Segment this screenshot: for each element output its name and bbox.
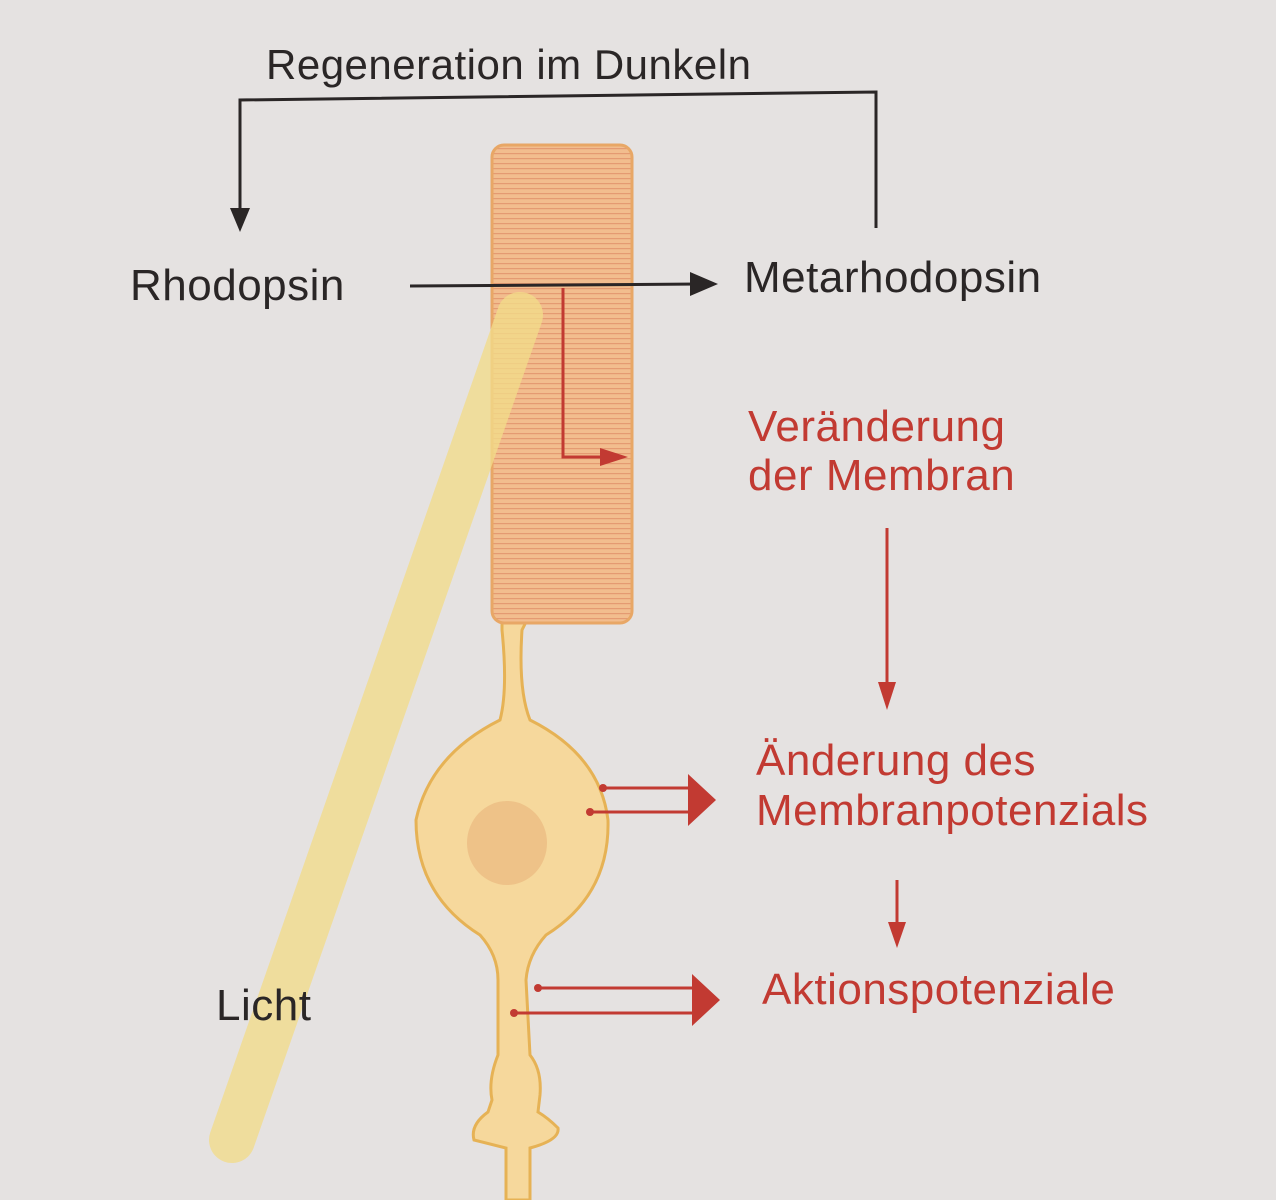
cell-nucleus xyxy=(467,801,547,885)
membrane-signal-arrowhead xyxy=(600,448,628,466)
light-beam xyxy=(209,292,543,1163)
regeneration-label: Regeneration im Dunkeln xyxy=(266,41,752,88)
regeneration-loop-line xyxy=(238,90,878,228)
licht-label: Licht xyxy=(216,981,312,1030)
veraenderung-label-line2: der Membran xyxy=(748,451,1016,500)
aenderung-label-line1: Änderung des xyxy=(756,736,1036,785)
regeneration-arrowhead xyxy=(230,208,250,232)
rhodopsin-label: Rhodopsin xyxy=(130,261,345,310)
down-arrow-2-head xyxy=(888,922,906,948)
down-arrow-1-head xyxy=(878,682,896,710)
aenderung-label-line2: Membranpotenzials xyxy=(756,786,1149,835)
veraenderung-label-line1: Veränderung xyxy=(748,402,1006,451)
membrane-signal-arrow xyxy=(561,288,606,459)
aktionspotenziale-label: Aktionspotenziale xyxy=(762,965,1116,1014)
rhodopsin-to-metarhodopsin-arrow xyxy=(409,282,701,288)
soma-double-arrow xyxy=(586,774,716,826)
cell-outline xyxy=(414,616,610,1200)
metarhodopsin-label: Metarhodopsin xyxy=(744,253,1042,302)
axon-double-arrow xyxy=(510,974,720,1026)
rhodopsin-arrowhead xyxy=(690,272,718,296)
